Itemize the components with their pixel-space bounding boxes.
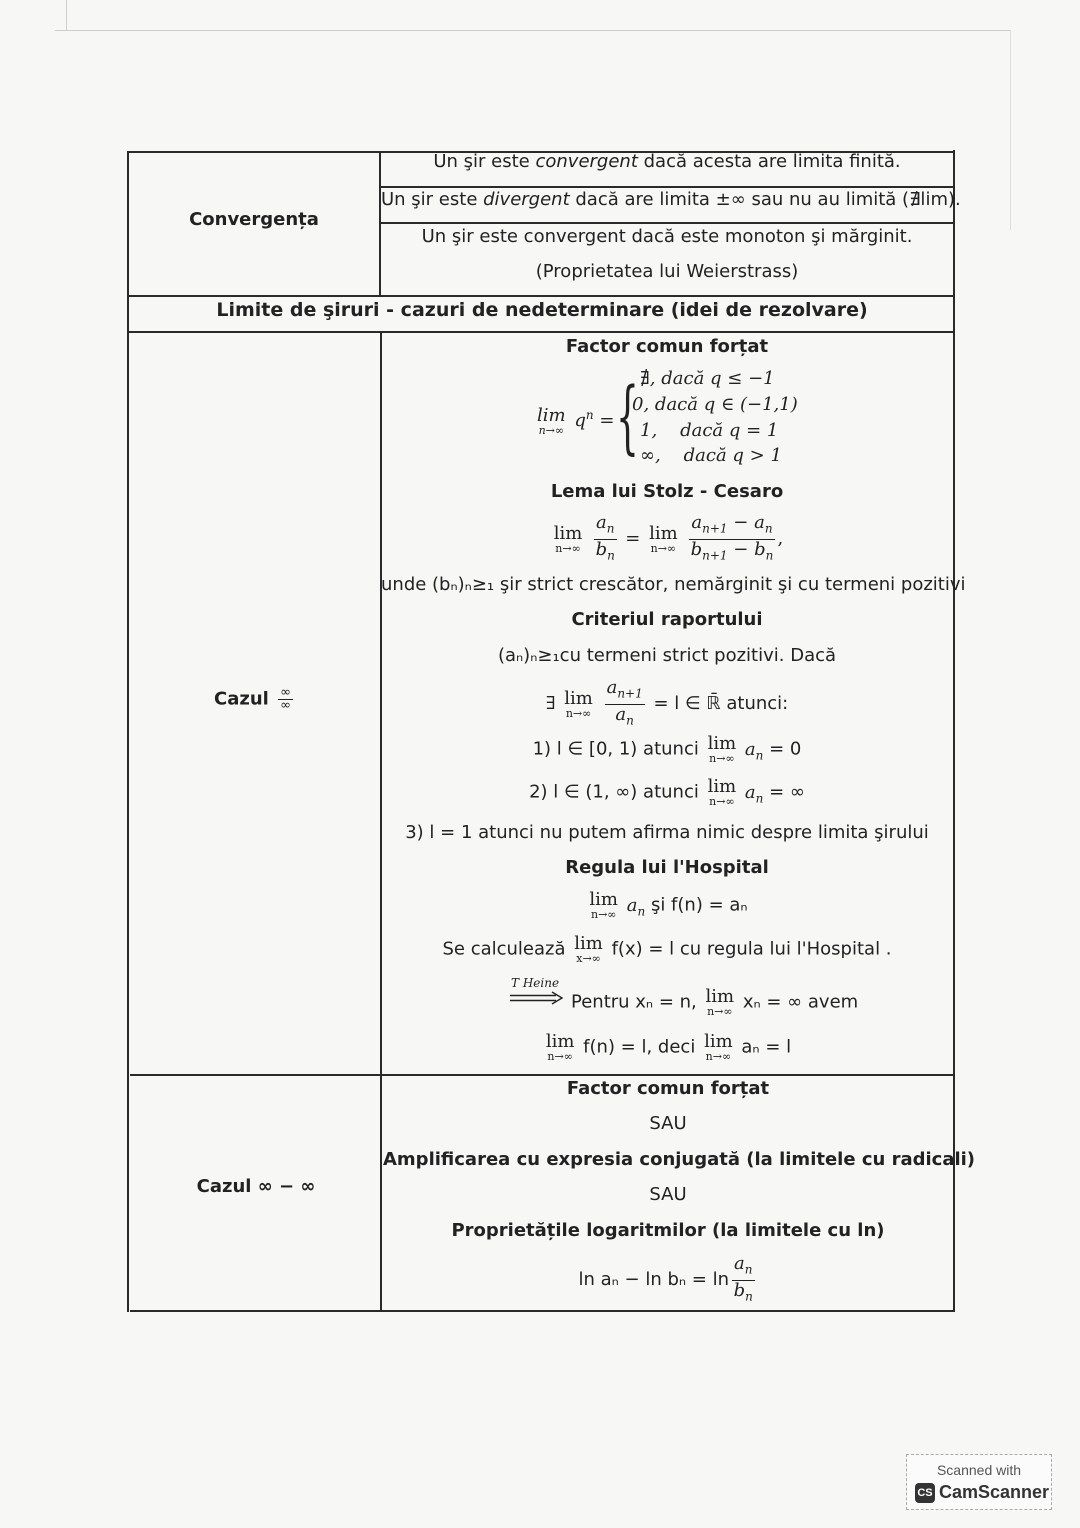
log-properties: Proprietățile logaritmilor (la limitele … [451,1220,885,1241]
hospital-title: Regula lui l'Hospital [565,857,769,878]
ratio-condition: (aₙ)ₙ≥₁cu termeni strict pozitivi. Dacă [497,645,837,666]
right-rule [1010,30,1011,230]
stolz-note: unde (bₙ)ₙ≥₁ şir strict crescător, nemăr… [381,574,966,595]
ratio-title: Criteriul raportului [571,609,763,630]
camscanner-logo-icon: CS [915,1483,935,1504]
sau-1: SAU [649,1113,687,1134]
implies-arrow [510,991,564,1005]
convergent-definition: Un şir este convergent dacă acesta are l… [433,151,901,172]
conjugate-method: Amplificarea cu expresia conjugată (la l… [383,1149,976,1170]
section-title: Limite de şiruri - cazuri de nedetermina… [216,299,868,321]
side-rule [66,0,67,30]
weierstrass-statement: Un şir este convergent dacă este monoton… [421,226,913,247]
case-inf-minus-inf-label: Cazul ∞ − ∞ [196,1176,316,1197]
stolz-title: Lema lui Stolz - Cesaro [550,481,784,502]
weierstrass-label: (Proprietatea lui Weierstrass) [535,261,799,282]
case-inf-over-inf-label: Cazul ∞∞ [214,685,293,713]
qn-case-2: 0, dacă q ∈ (−1,1) [632,394,798,415]
factor-comun-title-2: Factor comun forțat [566,1078,770,1099]
ratio-item-3: 3) l = 1 atunci nu putem afirma nimic de… [405,822,929,843]
qn-case-4: ∞, dacă q > 1 [640,445,782,466]
qn-case-3: 1, dacă q = 1 [640,420,779,441]
top-rule [55,30,1010,31]
heine-label: T Heine [511,976,560,990]
factor-comun-title: Factor comun forțat [565,336,769,357]
qn-case-1: ∄, dacă q ≤ −1 [640,368,775,389]
divergent-definition: Un şir este divergent dacă are limita ±∞… [381,189,961,210]
sau-2: SAU [649,1184,687,1205]
convergence-label: Convergența [189,209,319,230]
